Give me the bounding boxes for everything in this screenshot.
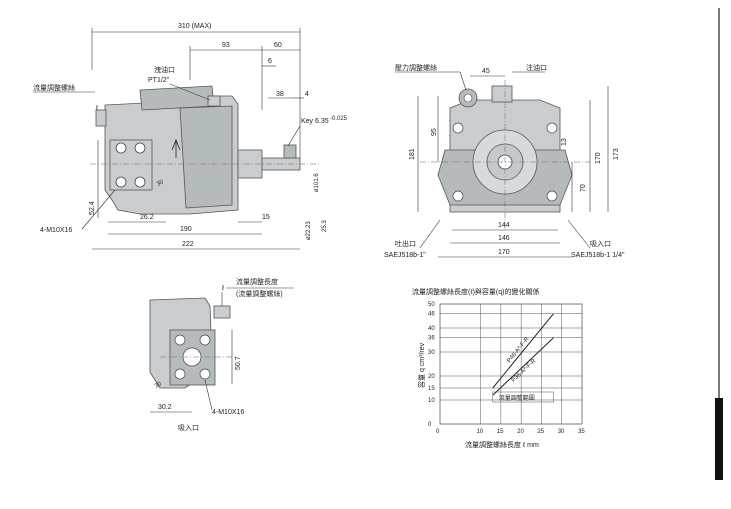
series-line — [492, 313, 554, 389]
screw-len-sub: (流量調整螺絲) — [236, 289, 283, 298]
dim-15: 15 — [262, 214, 270, 221]
inlet-label-front: 吸入口 — [590, 240, 611, 248]
drain-port-spec: PT1/2" — [148, 77, 170, 84]
range-box — [492, 391, 554, 403]
side-dim-30: 30 — [154, 381, 163, 390]
dim-70: 70 — [580, 184, 587, 192]
y-tick-label: 36 — [428, 336, 435, 342]
pressure-screw-label: 壓力調整螺絲 — [395, 63, 437, 72]
flow-screw — [95, 109, 107, 127]
fill-port-label: 注油口 — [526, 63, 547, 72]
chart-title: 流量調整螺絲長度(ℓ)與容量(q)的變化關係 — [412, 287, 539, 296]
y-tick-label: 20 — [428, 374, 435, 380]
x-tick-label: 20 — [517, 429, 524, 435]
dim-30: 30 — [156, 179, 165, 188]
x-tick-label: 30 — [558, 429, 565, 435]
screw-len-label: 流量調整長度 — [236, 277, 278, 286]
inlet-label-side: 吸入口 — [178, 424, 199, 432]
outlet-spec: SAEJ518b-1" — [384, 252, 426, 259]
dim-524: 52.4 — [89, 201, 96, 215]
top-view: 310 (MAX) 93 60 6 38 4 洩油口 PT1/2" 流量調整螺絲 — [33, 23, 348, 250]
top-block — [139, 85, 215, 111]
drain-label: 洩油口 — [154, 65, 175, 74]
series-line — [492, 337, 554, 396]
dim-181: 181 — [409, 148, 416, 160]
page-edge-tab — [715, 398, 723, 480]
bolt-label-side: 4-M10X16 — [212, 409, 244, 416]
flow-screw-label: 流量調整螺絲 — [33, 83, 75, 92]
side-ell: ℓ — [221, 285, 225, 292]
ell-label: ℓ — [95, 105, 99, 112]
y-tick-label: 46 — [428, 312, 435, 318]
key-label: Key 6.35 — [301, 118, 329, 125]
key-tol: -0.025 — [330, 116, 348, 122]
dia-2223: ø22.23 — [306, 221, 312, 240]
outlet-label: 吐出口 — [395, 239, 416, 248]
dim-60: 60 — [274, 42, 282, 49]
y-tick-label: 50 — [428, 302, 435, 308]
series-label: P46-A*-F-R — [506, 336, 531, 364]
dim-173: 173 — [613, 148, 620, 160]
flow-chart: 流量調整螺絲長度(ℓ)與容量(q)的變化關係 0 10 15 20 25 30 35 0 10 1… — [412, 287, 585, 449]
dim-13: 13 — [561, 138, 568, 146]
front-view: 壓力調整螺絲 注油口 45 95 181 13 70 170 173 144 1… — [384, 63, 625, 259]
dim-146: 146 — [498, 235, 510, 242]
dim-45: 45 — [482, 68, 490, 75]
bolt-label-top: 4-M10X16 — [40, 227, 72, 234]
y-axis-label: 容量 q cm³/rev — [417, 342, 426, 388]
dim-310: 310 (MAX) — [178, 23, 211, 30]
dim-38: 38 — [276, 91, 284, 98]
dim-144: 144 — [498, 222, 510, 229]
tick-labels: 0 10 15 20 25 30 35 0 10 15 20 30 36 40 46 50 — [428, 302, 585, 435]
x-tick-label: 0 — [436, 429, 440, 435]
side-screw — [213, 305, 231, 319]
pump-cover-top — [179, 105, 233, 209]
x-axis-label: 流量調整螺絲長度 ℓ mm — [465, 440, 539, 449]
gridlines — [439, 303, 583, 425]
y-tick-label: 15 — [428, 386, 435, 392]
dim-507: 50.7 — [235, 356, 242, 370]
fill-port — [491, 85, 513, 103]
dim-93: 93 — [222, 42, 230, 49]
dim-302: 30.2 — [158, 404, 172, 411]
side-view: ℓ 流量調整長度 (流量調整螺絲) 50.7 30 30.2 4-M10X16 … — [149, 277, 294, 432]
x-tick-label: 10 — [477, 429, 484, 435]
y-tick-label: 40 — [428, 326, 435, 332]
inlet-spec: SAEJ518b-1 1/4" — [571, 252, 625, 259]
dia-1016: ø101.6 — [314, 173, 320, 192]
drain-port — [207, 95, 221, 107]
x-tick-label: 25 — [537, 429, 544, 435]
dim-222: 222 — [182, 241, 194, 248]
key — [283, 144, 297, 159]
dim-262: 26.2 — [140, 214, 154, 221]
dim-253: 25.3 — [322, 220, 328, 232]
dim-4: 4 — [305, 91, 309, 98]
dim-170v: 170 — [595, 152, 602, 164]
dim-170: 170 — [498, 249, 510, 256]
dim-190: 190 — [180, 226, 192, 233]
range-annotation: 流量調整範圍 — [499, 394, 535, 402]
x-tick-label: 35 — [578, 429, 585, 435]
dim-6: 6 — [268, 58, 272, 65]
x-tick-label: 15 — [497, 429, 504, 435]
y-tick-label: 30 — [428, 350, 435, 356]
y-tick-label: 0 — [428, 422, 432, 428]
dim-95: 95 — [431, 128, 438, 136]
series-lines — [492, 313, 554, 396]
y-tick-label: 10 — [428, 398, 435, 404]
